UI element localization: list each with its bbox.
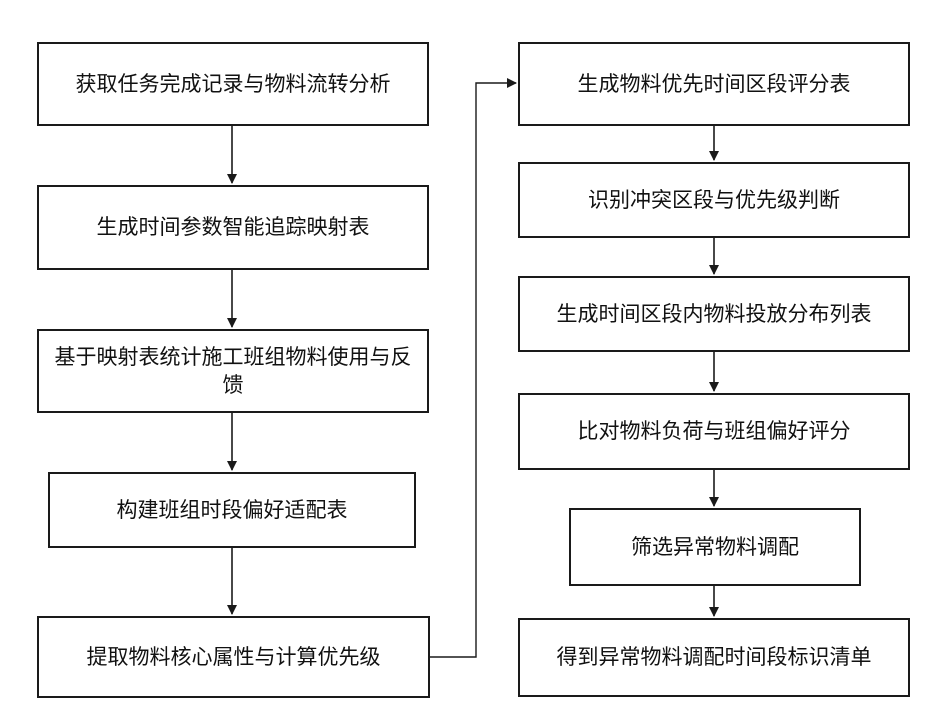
step-label-right-6: 得到异常物料调配时间段标识清单 xyxy=(557,643,872,671)
step-label-left-4: 构建班组时段偏好适配表 xyxy=(117,496,348,524)
step-box-right-6: 得到异常物料调配时间段标识清单 xyxy=(518,618,910,697)
step-label-left-3: 基于映射表统计施工班组物料使用与反馈 xyxy=(53,343,413,400)
step-label-right-2: 识别冲突区段与优先级判断 xyxy=(588,186,840,214)
step-label-right-4: 比对物料负荷与班组偏好评分 xyxy=(578,417,851,445)
arrow-left-5-to-right-1 xyxy=(430,83,516,657)
step-box-left-3: 基于映射表统计施工班组物料使用与反馈 xyxy=(37,329,429,413)
step-box-left-4: 构建班组时段偏好适配表 xyxy=(48,472,416,548)
step-label-right-1: 生成物料优先时间区段评分表 xyxy=(578,70,851,98)
step-box-left-1: 获取任务完成记录与物料流转分析 xyxy=(37,42,429,126)
step-label-left-1: 获取任务完成记录与物料流转分析 xyxy=(76,70,391,98)
step-box-right-2: 识别冲突区段与优先级判断 xyxy=(518,162,910,238)
step-box-left-2: 生成时间参数智能追踪映射表 xyxy=(37,185,429,270)
step-label-right-3: 生成时间区段内物料投放分布列表 xyxy=(557,300,872,328)
step-box-right-5: 筛选异常物料调配 xyxy=(569,508,861,586)
step-box-right-3: 生成时间区段内物料投放分布列表 xyxy=(518,276,910,352)
step-label-left-2: 生成时间参数智能追踪映射表 xyxy=(97,213,370,241)
step-box-left-5: 提取物料核心属性与计算优先级 xyxy=(37,616,430,698)
step-box-right-1: 生成物料优先时间区段评分表 xyxy=(518,42,910,126)
step-label-left-5: 提取物料核心属性与计算优先级 xyxy=(87,643,381,671)
step-label-right-5: 筛选异常物料调配 xyxy=(631,533,799,561)
step-box-right-4: 比对物料负荷与班组偏好评分 xyxy=(518,393,910,470)
